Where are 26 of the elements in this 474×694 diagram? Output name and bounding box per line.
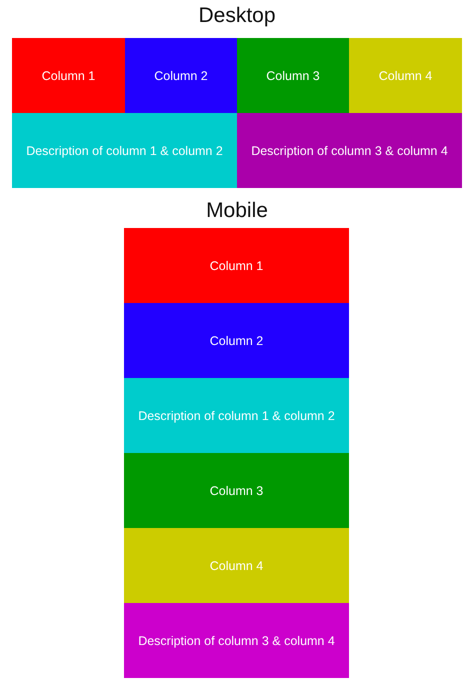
grid-block: [124, 603, 349, 678]
block-label: Column 2: [154, 68, 208, 82]
grid-block: [124, 228, 349, 303]
grid-block: [12, 113, 237, 188]
block-label: Column 1: [42, 68, 96, 82]
grid-block: [349, 38, 462, 113]
grid-block: [124, 303, 349, 378]
block-label: Column 1: [210, 258, 264, 272]
block-label: Column 4: [210, 558, 264, 572]
block-label: Column 4: [378, 68, 432, 82]
section-heading: Mobile: [206, 199, 268, 223]
grid-block: [237, 113, 462, 188]
grid-block: [12, 38, 125, 113]
section-heading: Desktop: [198, 4, 276, 28]
block-label: Column 3: [210, 484, 264, 498]
grid-block: [125, 38, 237, 113]
grid-block: [237, 38, 349, 113]
block-label: Column 2: [210, 334, 264, 348]
block-label: Description of column 1 & column 2: [138, 408, 335, 422]
block-label: Description of column 3 & column 4: [138, 634, 335, 648]
grid-block: [124, 378, 349, 453]
block-label: Column 3: [266, 68, 320, 82]
block-label: Description of column 1 & column 2: [26, 144, 223, 158]
grid-block: [124, 453, 349, 528]
grid-block: [124, 528, 349, 603]
block-label: Description of column 3 & column 4: [251, 144, 448, 158]
